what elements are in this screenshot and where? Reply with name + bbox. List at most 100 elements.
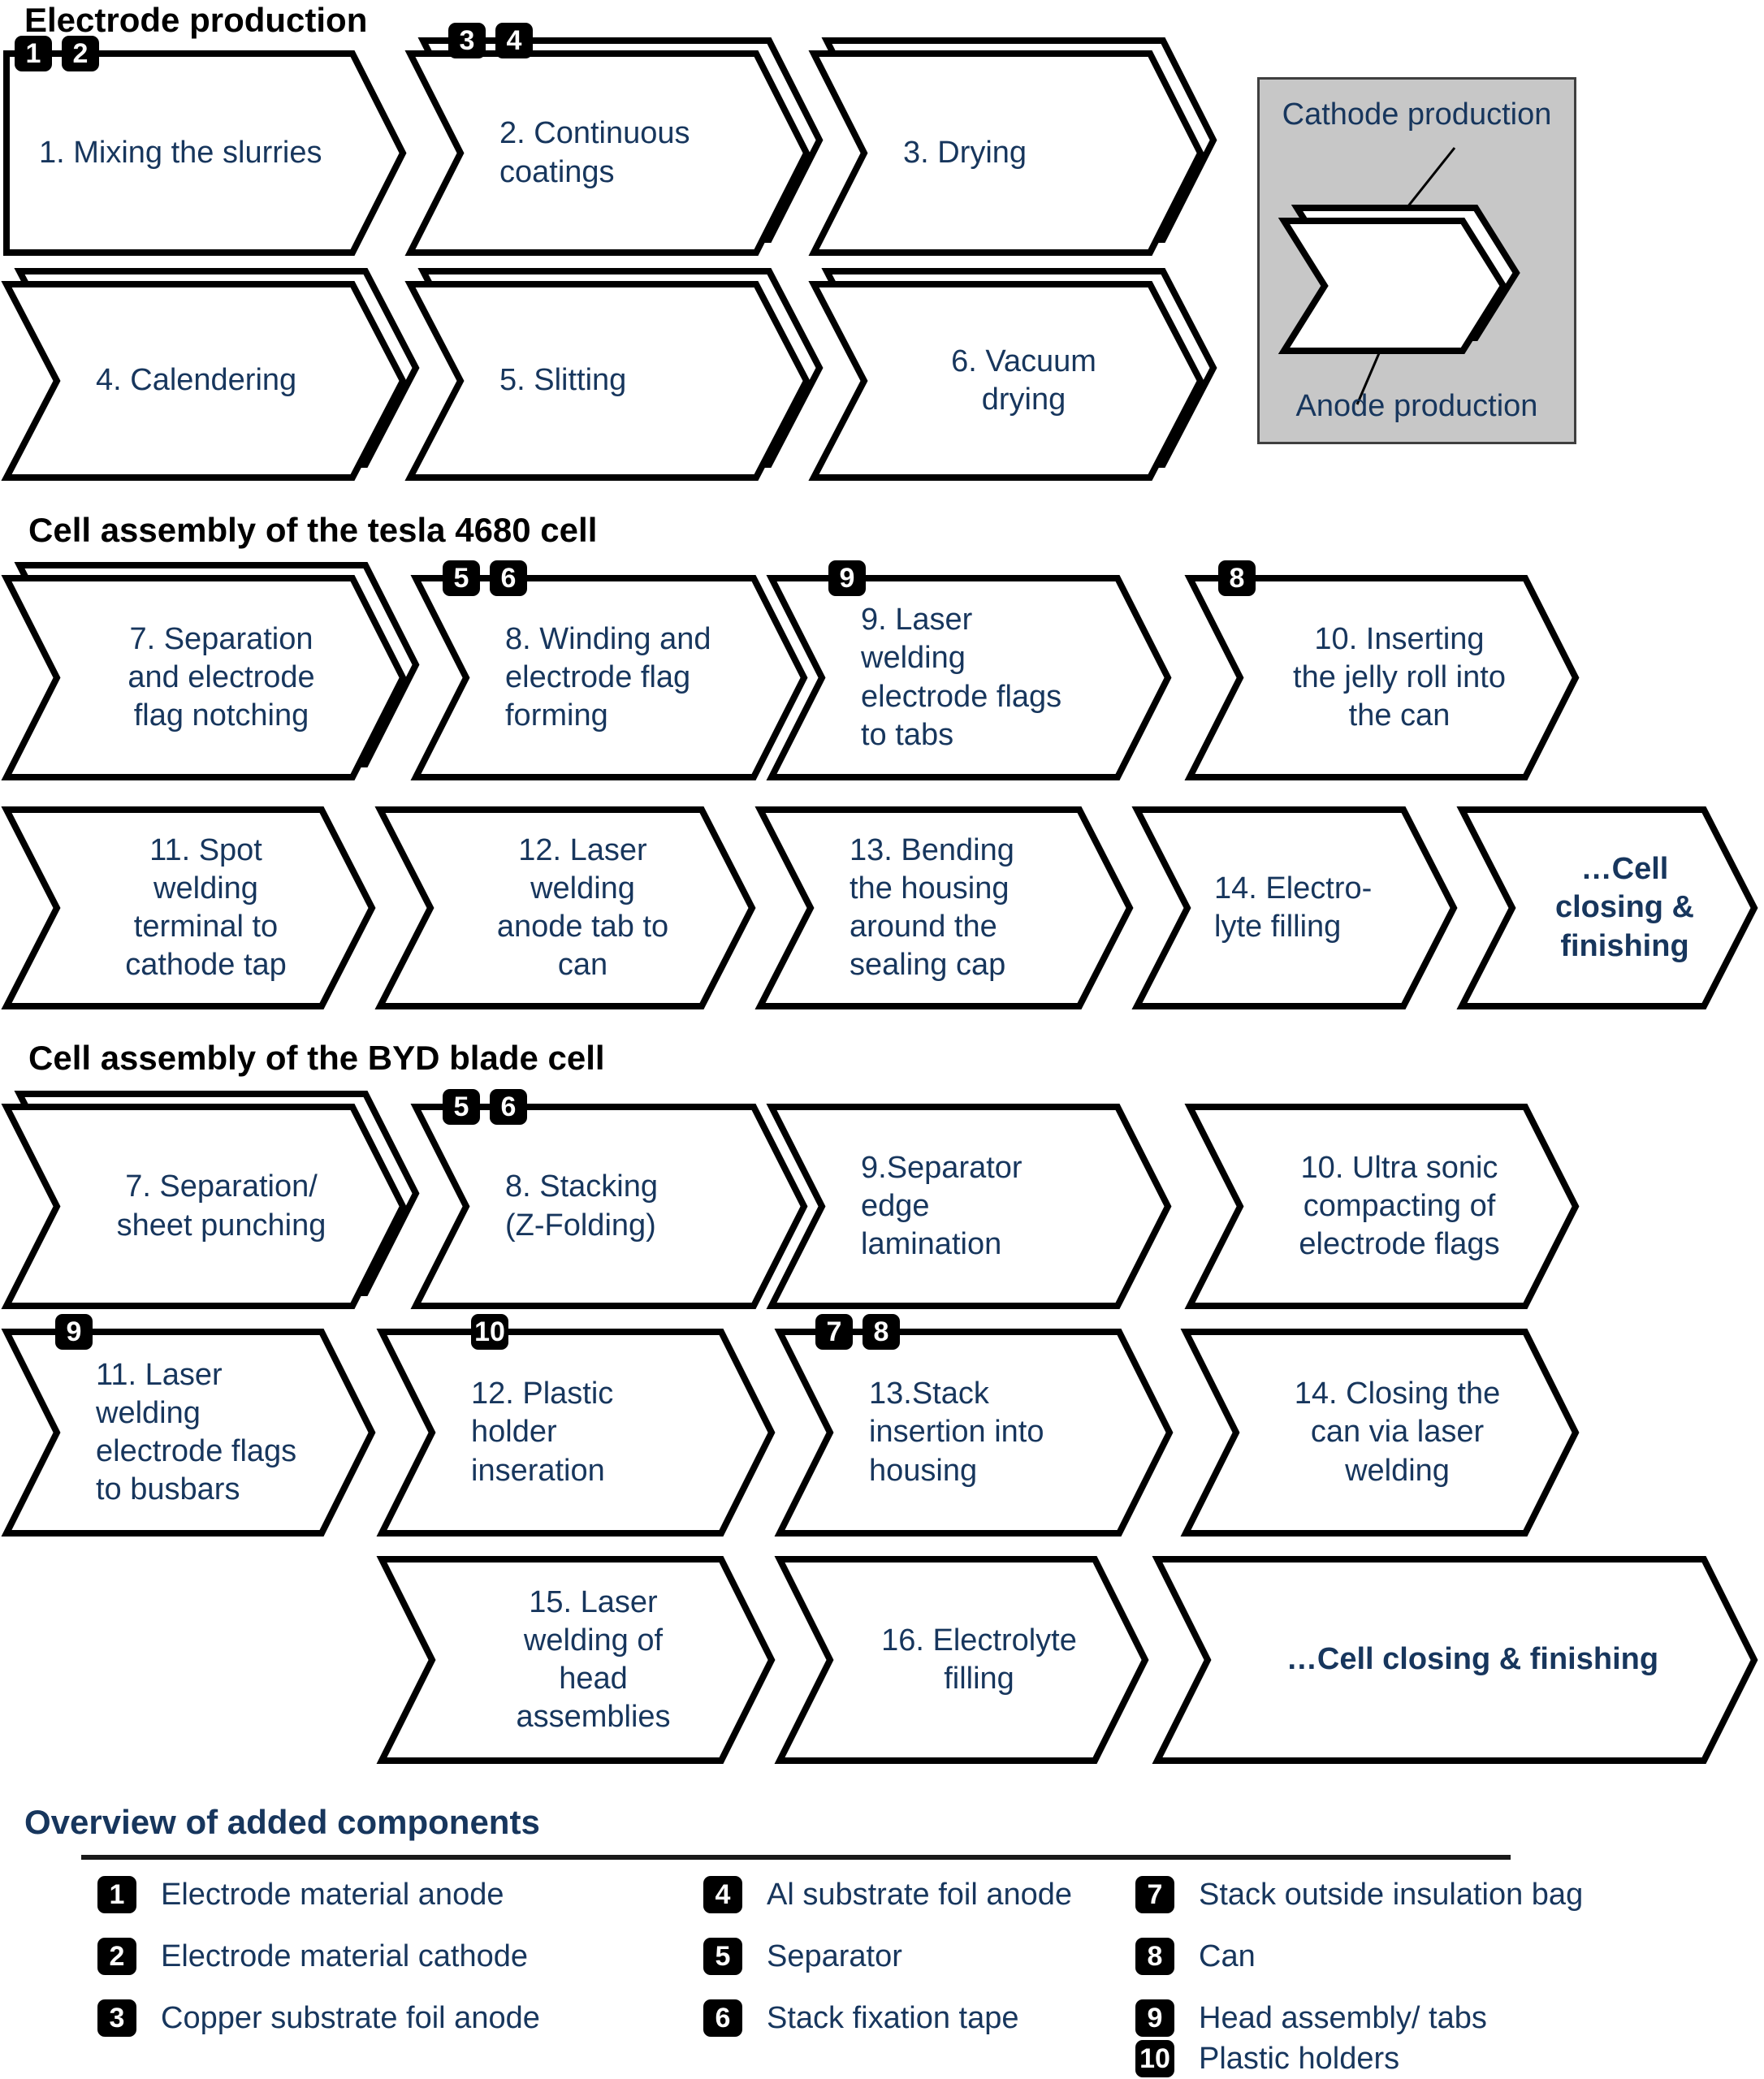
process-box-label: 7. Separation and electrode flag notchin… <box>128 621 315 733</box>
component-item: 9 Head assembly/ tabs <box>1135 1999 1487 2037</box>
arrow-shape <box>766 1104 1172 1309</box>
process-box-label: 2. Continuous coatings <box>499 116 690 189</box>
components-underline <box>81 1855 1511 1860</box>
process-box-calendering: 4. Calendering <box>1 268 420 481</box>
process-box-b13-stack-insertion: 13.Stack insertion into housing 7 8 <box>774 1314 1182 1537</box>
process-box-label: 8. Winding and electrode flag forming <box>505 621 711 733</box>
components-title: Overview of added components <box>24 1803 540 1841</box>
process-box-label: 9.Separator edge lamination <box>861 1150 1023 1262</box>
component-badge-9: 9 <box>55 1314 93 1350</box>
component-item: 7 Stack outside insulation bag <box>1135 1876 1583 1913</box>
process-box-label: 7. Separation/ sheet punching <box>116 1169 326 1243</box>
component-badge-3: 3 <box>448 23 486 58</box>
arrow-shape <box>808 268 1217 481</box>
component-item: 10 Plastic holders <box>1135 2040 1399 2077</box>
process-box-t11-spot-welding: 11. Spot welding terminal to cathode tap <box>1 797 385 1009</box>
component-item-badge: 10 <box>1135 2040 1174 2077</box>
component-item-label: Electrode material anode <box>161 1877 504 1912</box>
component-item-badge: 5 <box>703 1938 742 1975</box>
process-box-label: 11. Spot welding terminal to cathode tap <box>125 832 287 983</box>
arrow-shape <box>766 575 1172 780</box>
component-item: 6 Stack fixation tape <box>703 1999 1019 2037</box>
process-box-label: 16. Electrolyte filling <box>881 1623 1077 1696</box>
component-item-label: Copper substrate foil anode <box>161 2000 540 2035</box>
arrow-shape <box>754 806 1134 1009</box>
arrow-shape <box>1180 1329 1580 1537</box>
arrow-shape <box>1 806 376 1009</box>
component-item-label: Electrode material cathode <box>161 1939 529 1973</box>
arrow-shape <box>1278 205 1520 354</box>
component-badge-4: 4 <box>495 23 533 58</box>
arrow-shape <box>410 1104 808 1309</box>
process-box-b8-stacking: 8. Stacking (Z-Folding) 5 6 <box>410 1089 817 1309</box>
component-item: 2 Electrode material cathode <box>97 1938 528 1975</box>
arrow-shape <box>1184 575 1580 780</box>
legend-connector-lines <box>1355 147 1456 405</box>
component-item-badge: 9 <box>1135 1999 1174 2037</box>
component-badge-1: 1 <box>15 36 52 71</box>
arrow-shape <box>808 37 1217 256</box>
process-box-label: 1. Mixing the slurries <box>39 135 322 170</box>
component-item-label: Al substrate foil anode <box>767 1877 1073 1912</box>
process-box-label: 14. Closing the can via laser welding <box>1294 1377 1501 1488</box>
component-item-label: Can <box>1199 1939 1256 1973</box>
arrow-shape <box>1 268 420 481</box>
process-box-label: 8. Stacking (Z-Folding) <box>505 1169 658 1243</box>
process-box-b9-separator-lamination: 9.Separator edge lamination <box>766 1094 1181 1309</box>
component-badge-9: 9 <box>828 560 866 596</box>
component-badge-10: 10 <box>471 1314 508 1350</box>
arrow-shape <box>376 1556 776 1764</box>
component-badge-2: 2 <box>62 36 99 71</box>
component-item: 1 Electrode material anode <box>97 1876 504 1913</box>
process-box-label: 11. Laser welding electrode flags to bus… <box>96 1357 297 1507</box>
process-box-t9-laser-welding-tabs: 9. Laser welding electrode flags to tabs… <box>766 560 1181 780</box>
component-item-label: Separator <box>767 1939 902 1973</box>
process-box-b10-ultrasonic-compacting: 10. Ultra sonic compacting of electrode … <box>1184 1094 1589 1309</box>
component-item-label: Head assembly/ tabs <box>1199 2000 1487 2035</box>
section-title-electrode: Electrode production <box>24 1 368 39</box>
stacked-arrow-icon <box>1278 205 1520 354</box>
arrow-shape <box>1 1091 420 1309</box>
process-box-t8-winding: 8. Winding and electrode flag forming 5 … <box>410 560 817 780</box>
arrow-shape <box>410 575 808 780</box>
component-item-badge: 6 <box>703 1999 742 2037</box>
section-title-byd: Cell assembly of the BYD blade cell <box>28 1039 605 1077</box>
component-badge-6: 6 <box>490 1089 527 1125</box>
process-box-vacuum-drying: 6. Vacuum drying <box>808 268 1217 481</box>
process-box-b16-electrolyte-filling: 16. Electrolyte filling <box>774 1546 1158 1764</box>
anode-production-label: Anode production <box>1295 389 1538 423</box>
component-item-badge: 4 <box>703 1876 742 1913</box>
process-box-label: 6. Vacuum drying <box>951 344 1096 417</box>
component-item-badge: 7 <box>1135 1876 1174 1913</box>
arrow-shape <box>774 1556 1149 1764</box>
process-box-continuous-coatings: 2. Continuous coatings 3 4 <box>404 23 824 256</box>
section-title-tesla: Cell assembly of the tesla 4680 cell <box>28 511 598 549</box>
component-item-badge: 8 <box>1135 1938 1174 1975</box>
legend-box: Cathode production Anode production <box>1257 77 1576 444</box>
process-box-slitting: 5. Slitting <box>404 268 824 481</box>
process-box-tesla-cell-closing: …Cell closing & finishing <box>1456 797 1764 1009</box>
arrow-shape <box>1 562 420 780</box>
process-box-label: 10. Inserting the jelly roll into the ca… <box>1293 621 1506 733</box>
component-badge-5: 5 <box>443 560 480 596</box>
process-box-label: 5. Slitting <box>499 363 627 398</box>
arrow-shape <box>1152 1556 1758 1764</box>
process-box-label: 3. Drying <box>903 135 1027 170</box>
component-item: 8 Can <box>1135 1938 1256 1975</box>
process-box-t10-jelly-roll: 10. Inserting the jelly roll into the ca… <box>1184 560 1589 780</box>
component-item: 3 Copper substrate foil anode <box>97 1999 540 2037</box>
process-box-b14-closing-can: 14. Closing the can via laser welding <box>1180 1319 1589 1537</box>
process-box-t14-electrolyte-filling: 14. Electro- lyte filling <box>1131 797 1467 1009</box>
arrow-shape <box>1131 806 1458 1009</box>
arrow-shape <box>374 806 756 1009</box>
arrow-shape <box>376 1329 776 1537</box>
arrow-shape <box>3 50 407 256</box>
process-box-t12-laser-welding-can: 12. Laser welding anode tab to can <box>374 797 765 1009</box>
component-item-badge: 1 <box>97 1876 136 1913</box>
process-box-label: …Cell closing & finishing <box>1286 1642 1659 1677</box>
component-item: 4 Al substrate foil anode <box>703 1876 1072 1913</box>
process-box-label: 9. Laser welding electrode flags to tabs <box>861 603 1062 752</box>
component-item-label: Stack fixation tape <box>767 2000 1019 2035</box>
process-box-b12-plastic-holder: 12. Plastic holder inseration 10 <box>376 1314 785 1537</box>
